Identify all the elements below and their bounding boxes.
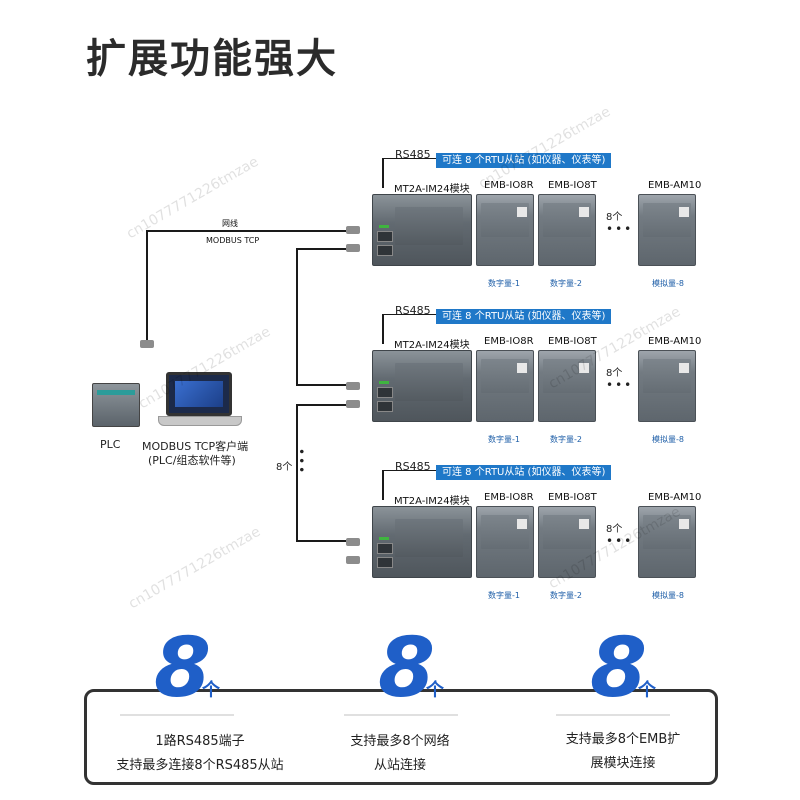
bus-segment-1 (296, 248, 298, 384)
gateway-label: MT2A-IM24模块 (394, 496, 470, 507)
protocol-label: MODBUS TCP (206, 236, 260, 245)
divider-2 (344, 714, 458, 716)
feature-3-line1: 支持最多8个EMB扩 (565, 732, 681, 747)
page-title: 扩展功能强大 (86, 36, 338, 82)
rs485-label: RS485 (395, 148, 431, 161)
rtu-banner: 可连 8 个RTU从站 (如仪器、仪表等) (436, 465, 612, 480)
module-label-io8r: EMB-IO8R (484, 492, 534, 503)
module-ellipsis: ••• (606, 378, 634, 392)
divider-1 (120, 714, 234, 716)
rj45-plug (346, 400, 360, 408)
rj45-plug (346, 538, 360, 546)
feature-1-line2: 支持最多连接8个RS485从站 (116, 758, 284, 773)
module-ellipsis: ••• (606, 534, 634, 548)
sub-analog-8: 模拟量-8 (652, 591, 684, 600)
rj45-plug (346, 226, 360, 234)
module-label-io8r: EMB-IO8R (484, 180, 534, 191)
module-label-am10: EMB-AM10 (648, 336, 702, 347)
chain-count: 8个 (276, 462, 293, 473)
module-io8t (538, 506, 596, 578)
feature-1-line1: 1路RS485端子 (155, 734, 245, 749)
module-label-io8r: EMB-IO8R (484, 336, 534, 347)
watermark: cn1077771226tmzae (476, 103, 614, 193)
rs485-lead (382, 470, 384, 500)
laptop-icon (166, 372, 232, 416)
client-sublabel: (PLC/组态软件等) (148, 454, 236, 467)
module-ellipsis: ••• (606, 222, 634, 236)
plc-device (92, 383, 140, 427)
feature-2-unit: 个 (426, 680, 444, 701)
rj45-plug (346, 556, 360, 564)
sub-analog-8: 模拟量-8 (652, 435, 684, 444)
gateway-label: MT2A-IM24模块 (394, 184, 470, 195)
rs485-label: RS485 (395, 460, 431, 473)
module-label-am10: EMB-AM10 (648, 492, 702, 503)
gateway-module (372, 506, 472, 578)
rs485-label: RS485 (395, 304, 431, 317)
sub-digital-1: 数字量-1 (488, 279, 520, 288)
sub-digital-1: 数字量-1 (488, 435, 520, 444)
laptop-base (158, 416, 242, 426)
chain-ellipsis: ••• (294, 448, 308, 476)
rtu-banner: 可连 8 个RTU从站 (如仪器、仪表等) (436, 153, 612, 168)
module-count: 8个 (606, 212, 623, 223)
module-label-am10: EMB-AM10 (648, 180, 702, 191)
module-io8t (538, 350, 596, 422)
bus-link-2 (296, 384, 346, 386)
feature-2-line1: 支持最多8个网络 (350, 734, 450, 749)
bus-link-4 (296, 540, 346, 542)
sub-digital-2: 数字量-2 (550, 279, 582, 288)
divider-3 (556, 714, 670, 716)
feature-1-unit: 个 (202, 680, 220, 701)
sub-digital-2: 数字量-2 (550, 435, 582, 444)
feature-2-line2: 从站连接 (373, 758, 426, 773)
feature-3-line2: 展模块连接 (590, 756, 656, 771)
features-panel (84, 689, 718, 785)
rs485-lead-top (382, 158, 436, 159)
sub-digital-1: 数字量-1 (488, 591, 520, 600)
rj45-plug (346, 382, 360, 390)
plc-label: PLC (100, 438, 121, 451)
feature-3-unit: 个 (638, 680, 656, 701)
client-label: MODBUS TCP客户端 (142, 440, 249, 453)
module-count: 8个 (606, 524, 623, 535)
module-io8t (538, 194, 596, 266)
module-io8r (476, 194, 534, 266)
ethernet-cable-vertical (146, 230, 148, 342)
module-io8r (476, 506, 534, 578)
feature-3-number: 8 (590, 621, 648, 716)
bus-segment-2 (296, 404, 298, 540)
rs485-lead (382, 314, 384, 344)
module-count: 8个 (606, 368, 623, 379)
bus-link-3 (296, 404, 346, 406)
feature-1-number: 8 (154, 621, 212, 716)
watermark: cn1077771226tmzae (124, 153, 262, 243)
module-am10 (638, 350, 696, 422)
feature-2-number: 8 (378, 621, 436, 716)
module-label-io8t: EMB-IO8T (548, 492, 597, 503)
module-label-io8t: EMB-IO8T (548, 336, 597, 347)
module-am10 (638, 506, 696, 578)
gateway-module (372, 194, 472, 266)
bus-link-1 (296, 248, 346, 250)
gateway-label: MT2A-IM24模块 (394, 340, 470, 351)
module-io8r (476, 350, 534, 422)
sub-digital-2: 数字量-2 (550, 591, 582, 600)
rs485-lead-top (382, 314, 436, 315)
gateway-module (372, 350, 472, 422)
sub-analog-8: 模拟量-8 (652, 279, 684, 288)
ethernet-cable-horizontal (146, 230, 346, 232)
rs485-lead (382, 158, 384, 188)
rs485-lead-top (382, 470, 436, 471)
rj45-plug (346, 244, 360, 252)
rtu-banner: 可连 8 个RTU从站 (如仪器、仪表等) (436, 309, 612, 324)
module-label-io8t: EMB-IO8T (548, 180, 597, 191)
watermark: cn1077771226tmzae (126, 523, 264, 613)
rj45-plug (140, 340, 154, 348)
module-am10 (638, 194, 696, 266)
cable-label: 网线 (222, 219, 238, 228)
